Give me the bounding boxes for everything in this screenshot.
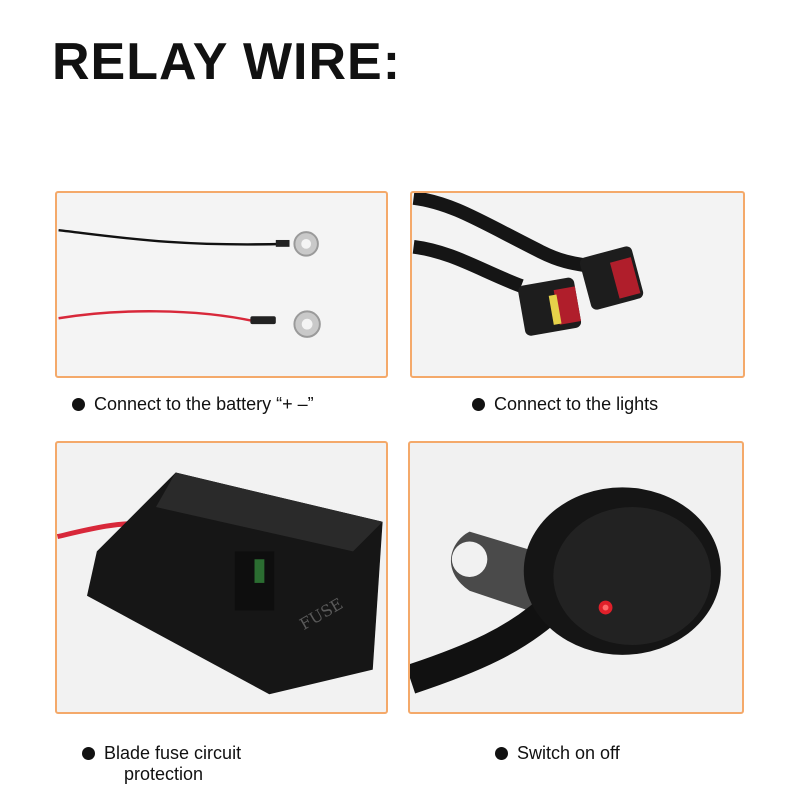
battery-wire-image — [55, 191, 388, 378]
feature-caption-battery: Connect to the battery “+ –” — [72, 394, 314, 415]
fuse-holder-image: FUSE — [55, 441, 388, 714]
bullet-icon — [472, 398, 485, 411]
feature-caption-switch: Switch on off — [495, 743, 620, 764]
light-connector-image — [410, 191, 745, 378]
bullet-icon — [72, 398, 85, 411]
light-connectors-illustration — [412, 193, 644, 336]
switch-image — [408, 441, 744, 714]
bullet-icon — [495, 747, 508, 760]
bullet-icon — [82, 747, 95, 760]
battery-ring-terminals-illustration — [58, 228, 321, 338]
page-title: RELAY WIRE: — [52, 33, 402, 91]
feature-caption-lights: Connect to the lights — [472, 394, 658, 415]
feature-caption-fuse: Blade fuse circuit protection — [82, 743, 241, 785]
rocker-switch-illustration — [410, 487, 721, 694]
fuse-box-illustration: FUSE — [57, 472, 383, 695]
